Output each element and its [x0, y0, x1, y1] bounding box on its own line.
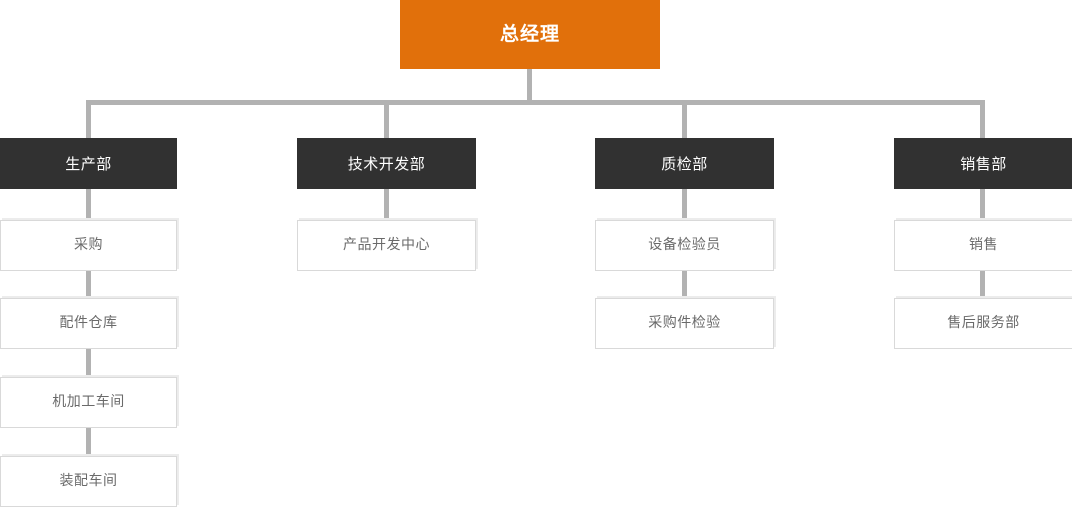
node-sales-child-2[interactable]: 售后服务部 [894, 298, 1072, 349]
connector-quality-to-child-2 [682, 271, 687, 299]
connector-production-to-child-1 [86, 189, 91, 220]
node-department-sales[interactable]: 销售部 [894, 138, 1072, 189]
connector-drop-technology [384, 100, 389, 138]
node-department-technology[interactable]: 技术开发部 [297, 138, 476, 189]
connector-production-to-child-3 [86, 349, 91, 377]
connector-root-stem [527, 69, 532, 102]
node-production-child-2[interactable]: 配件仓库 [0, 298, 177, 349]
connector-drop-sales [980, 100, 985, 138]
connector-horizontal-bus [86, 100, 984, 105]
node-production-child-1[interactable]: 采购 [0, 220, 177, 271]
node-technology-child-1[interactable]: 产品开发中心 [297, 220, 476, 271]
connector-drop-quality [682, 100, 687, 138]
connector-sales-to-child-2 [980, 271, 985, 299]
connector-production-to-child-4 [86, 428, 91, 456]
node-root-general-manager[interactable]: 总经理 [400, 0, 660, 69]
connector-drop-production [86, 100, 91, 138]
node-production-child-4[interactable]: 装配车间 [0, 456, 177, 507]
node-quality-child-2[interactable]: 采购件检验 [595, 298, 774, 349]
connector-technology-to-child-1 [384, 189, 389, 220]
connector-quality-to-child-1 [682, 189, 687, 220]
node-department-quality[interactable]: 质检部 [595, 138, 774, 189]
connector-production-to-child-2 [86, 271, 91, 299]
connector-sales-to-child-1 [980, 189, 985, 220]
node-quality-child-1[interactable]: 设备检验员 [595, 220, 774, 271]
node-sales-child-1[interactable]: 销售 [894, 220, 1072, 271]
node-production-child-3[interactable]: 机加工车间 [0, 377, 177, 428]
node-department-production[interactable]: 生产部 [0, 138, 177, 189]
